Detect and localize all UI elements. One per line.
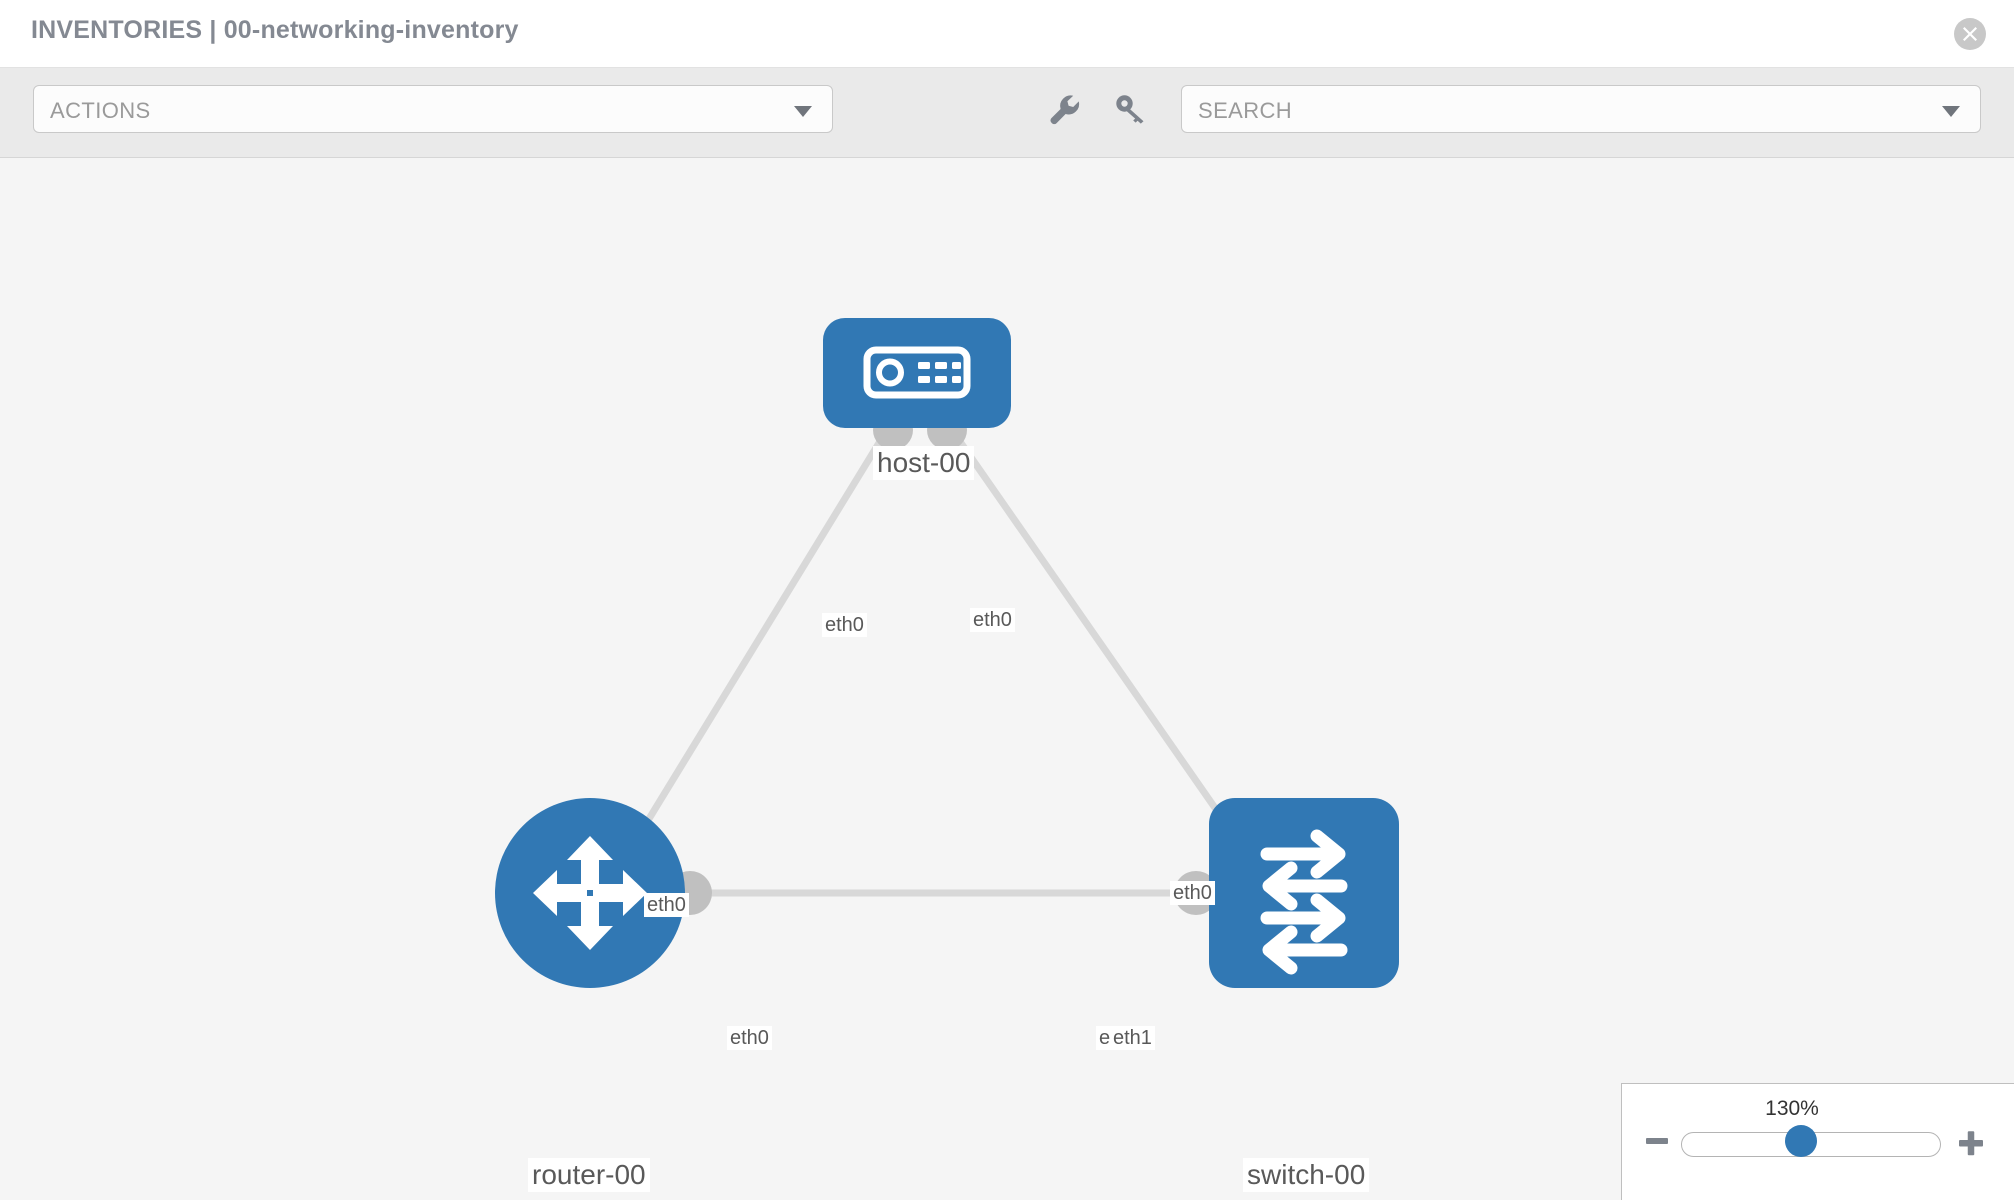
link-host-switch[interactable] (942, 418, 1241, 843)
wrench-icon[interactable] (1043, 88, 1085, 130)
topology-canvas[interactable]: host-00 router-00 switch-00 eth0 eth0 et… (0, 158, 2014, 1200)
link-host-router[interactable] (622, 418, 896, 860)
page-title: INVENTORIES | 00-networking-inventory (31, 16, 519, 44)
page-header: INVENTORIES | 00-networking-inventory (0, 0, 2014, 68)
node-host-00[interactable] (823, 318, 1011, 428)
interface-label: eth1 (1110, 1026, 1155, 1050)
zoom-in-button[interactable] (1956, 1128, 1986, 1163)
interface-label: eth0 (644, 893, 689, 917)
interface-label: eth0 (970, 608, 1015, 632)
close-icon[interactable] (1954, 18, 1986, 50)
node-label-switch-00: switch-00 (1243, 1158, 1370, 1192)
switch-arrows-icon (1260, 829, 1348, 975)
router-arrows-icon (533, 836, 647, 950)
actions-dropdown-label: ACTIONS (50, 98, 151, 123)
search-input[interactable]: SEARCH (1181, 85, 1981, 133)
chevron-down-icon (1942, 106, 1960, 117)
topology-links (622, 410, 1256, 915)
actions-dropdown[interactable]: ACTIONS (33, 85, 833, 133)
node-label-host-00: host-00 (873, 446, 975, 480)
zoom-control-panel: 130% (1621, 1083, 2014, 1200)
interface-label: eth0 (727, 1026, 772, 1050)
zoom-percent-label: 130% (1765, 1097, 1819, 1120)
node-router-00[interactable] (495, 798, 685, 988)
interface-label: eth0 (1170, 881, 1215, 905)
search-placeholder: SEARCH (1198, 98, 1293, 123)
zoom-slider-thumb[interactable] (1785, 1125, 1817, 1157)
zoom-out-button[interactable] (1644, 1128, 1670, 1159)
server-icon (863, 346, 971, 399)
node-switch-00[interactable] (1209, 798, 1399, 988)
node-label-router-00: router-00 (528, 1158, 650, 1192)
key-icon[interactable] (1110, 88, 1152, 130)
chevron-down-icon (794, 106, 812, 117)
interface-label: eth0 (822, 613, 867, 637)
